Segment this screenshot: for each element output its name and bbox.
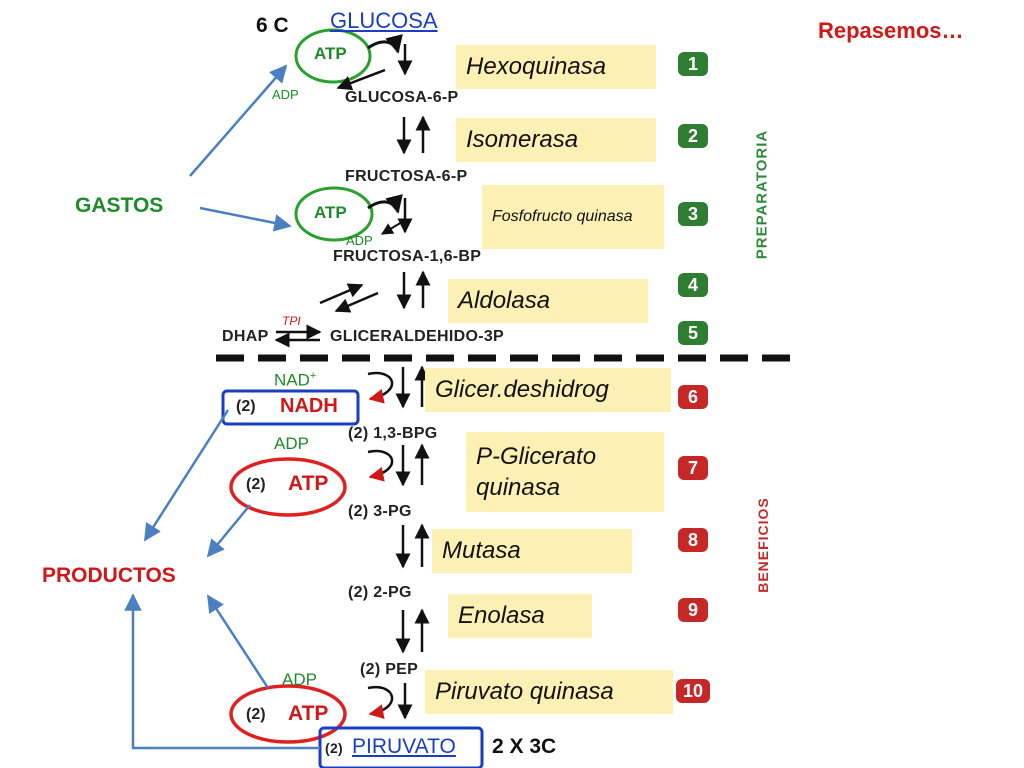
- metabolite-2-pg: (2) 2-PG: [348, 584, 412, 601]
- atp-ellipse-3: [229, 457, 347, 517]
- step-3: 3: [678, 202, 708, 226]
- atp-prefix-4: (2): [246, 706, 266, 723]
- nad-charge: +: [309, 370, 317, 382]
- productos-label: PRODUCTOS: [42, 564, 176, 587]
- atp-ellipse-4: [229, 684, 347, 744]
- step-7: 7: [678, 456, 708, 480]
- step-9: 9: [678, 598, 708, 622]
- phase-preparatoria: PREPARATORIA: [753, 129, 771, 260]
- atp-curve-3: [367, 449, 394, 482]
- atp-label-4: ATP: [288, 702, 329, 725]
- atp-label-3: ATP: [288, 472, 329, 495]
- atp-ellipse-2: [294, 186, 374, 242]
- reaction-arrows: [274, 44, 431, 720]
- carbon-count: 6 C: [256, 14, 289, 37]
- enzyme-mutasa: Mutasa: [432, 529, 632, 573]
- adp-label-3: ADP: [274, 434, 309, 453]
- summary-arrows: [124, 64, 320, 750]
- step-1: 1: [678, 52, 708, 76]
- adp-arrow-1: [336, 68, 386, 91]
- step-6: 6: [678, 385, 708, 409]
- nad-label: NAD+: [274, 370, 316, 391]
- step-8: 8: [678, 528, 708, 552]
- metabolite-1-3-bpg: (2) 1,3-BPG: [348, 425, 438, 442]
- adp-arrow-2: [380, 221, 403, 235]
- nadh-box: [221, 389, 360, 426]
- atp-curve-1: [367, 34, 403, 54]
- enzyme-isomerasa: Isomerasa: [456, 118, 656, 162]
- atp-curve-4: [367, 685, 394, 720]
- atp-label-2: ATP: [314, 203, 347, 222]
- enzyme-fosfofructoquinasa: Fosfofructo quinasa: [482, 185, 664, 249]
- piruvato-prefix: (2): [325, 740, 344, 756]
- atp-prefix-3: (2): [246, 476, 266, 493]
- step-10: 10: [676, 679, 710, 703]
- nadh-prefix: (2): [236, 398, 256, 415]
- nadh-curve: [367, 371, 394, 404]
- final-carbons: 2 X 3C: [492, 735, 557, 758]
- step-5: 5: [678, 321, 708, 345]
- nadh-label: NADH: [280, 395, 338, 417]
- gastos-label: GASTOS: [75, 194, 164, 217]
- enzyme-enolasa: Enolasa: [448, 594, 592, 638]
- adp-label-1: ADP: [272, 87, 299, 102]
- adp-label-4: ADP: [282, 670, 317, 689]
- metabolite-glucosa-6-p: GLUCOSA-6-P: [345, 89, 459, 106]
- tpi-label: TPI: [282, 314, 301, 328]
- nad-text: NAD: [274, 370, 310, 390]
- enzyme-glicer-deshidrog: Glicer.deshidrog: [425, 368, 671, 412]
- metabolite-pep: (2) PEP: [360, 661, 419, 678]
- metabolite-piruvato: PIRUVATO: [352, 735, 456, 758]
- glucosa-label: GLUCOSA: [330, 8, 438, 33]
- enzyme-hexoquinasa: Hexoquinasa: [456, 45, 656, 89]
- metabolite-fructosa-6-p: FRUCTOSA-6-P: [345, 168, 468, 185]
- metabolite-gliceraldehido-3p: GLICERALDEHIDO-3P: [330, 328, 504, 345]
- enzyme-piruvato-quinasa: Piruvato quinasa: [425, 670, 673, 714]
- step-2: 2: [678, 124, 708, 148]
- atp-ellipse-1: [294, 28, 372, 84]
- enzyme-aldolasa: Aldolasa: [448, 279, 648, 323]
- metabolite-3-pg: (2) 3-PG: [348, 503, 412, 520]
- step-4: 4: [678, 273, 708, 297]
- adp-label-2: ADP: [346, 233, 373, 248]
- slide-title: Repasemos…: [818, 18, 964, 43]
- enzyme-p-glicerato-quinasa: P-Glicerato quinasa: [466, 432, 664, 512]
- atp-curve-2: [367, 194, 403, 214]
- atp-label-1: ATP: [314, 44, 347, 63]
- metabolite-fructosa-1-6-bp: FRUCTOSA-1,6-BP: [333, 248, 482, 265]
- metabolite-dhap: DHAP: [222, 328, 269, 345]
- phase-beneficios: BENEFICIOS: [755, 497, 771, 593]
